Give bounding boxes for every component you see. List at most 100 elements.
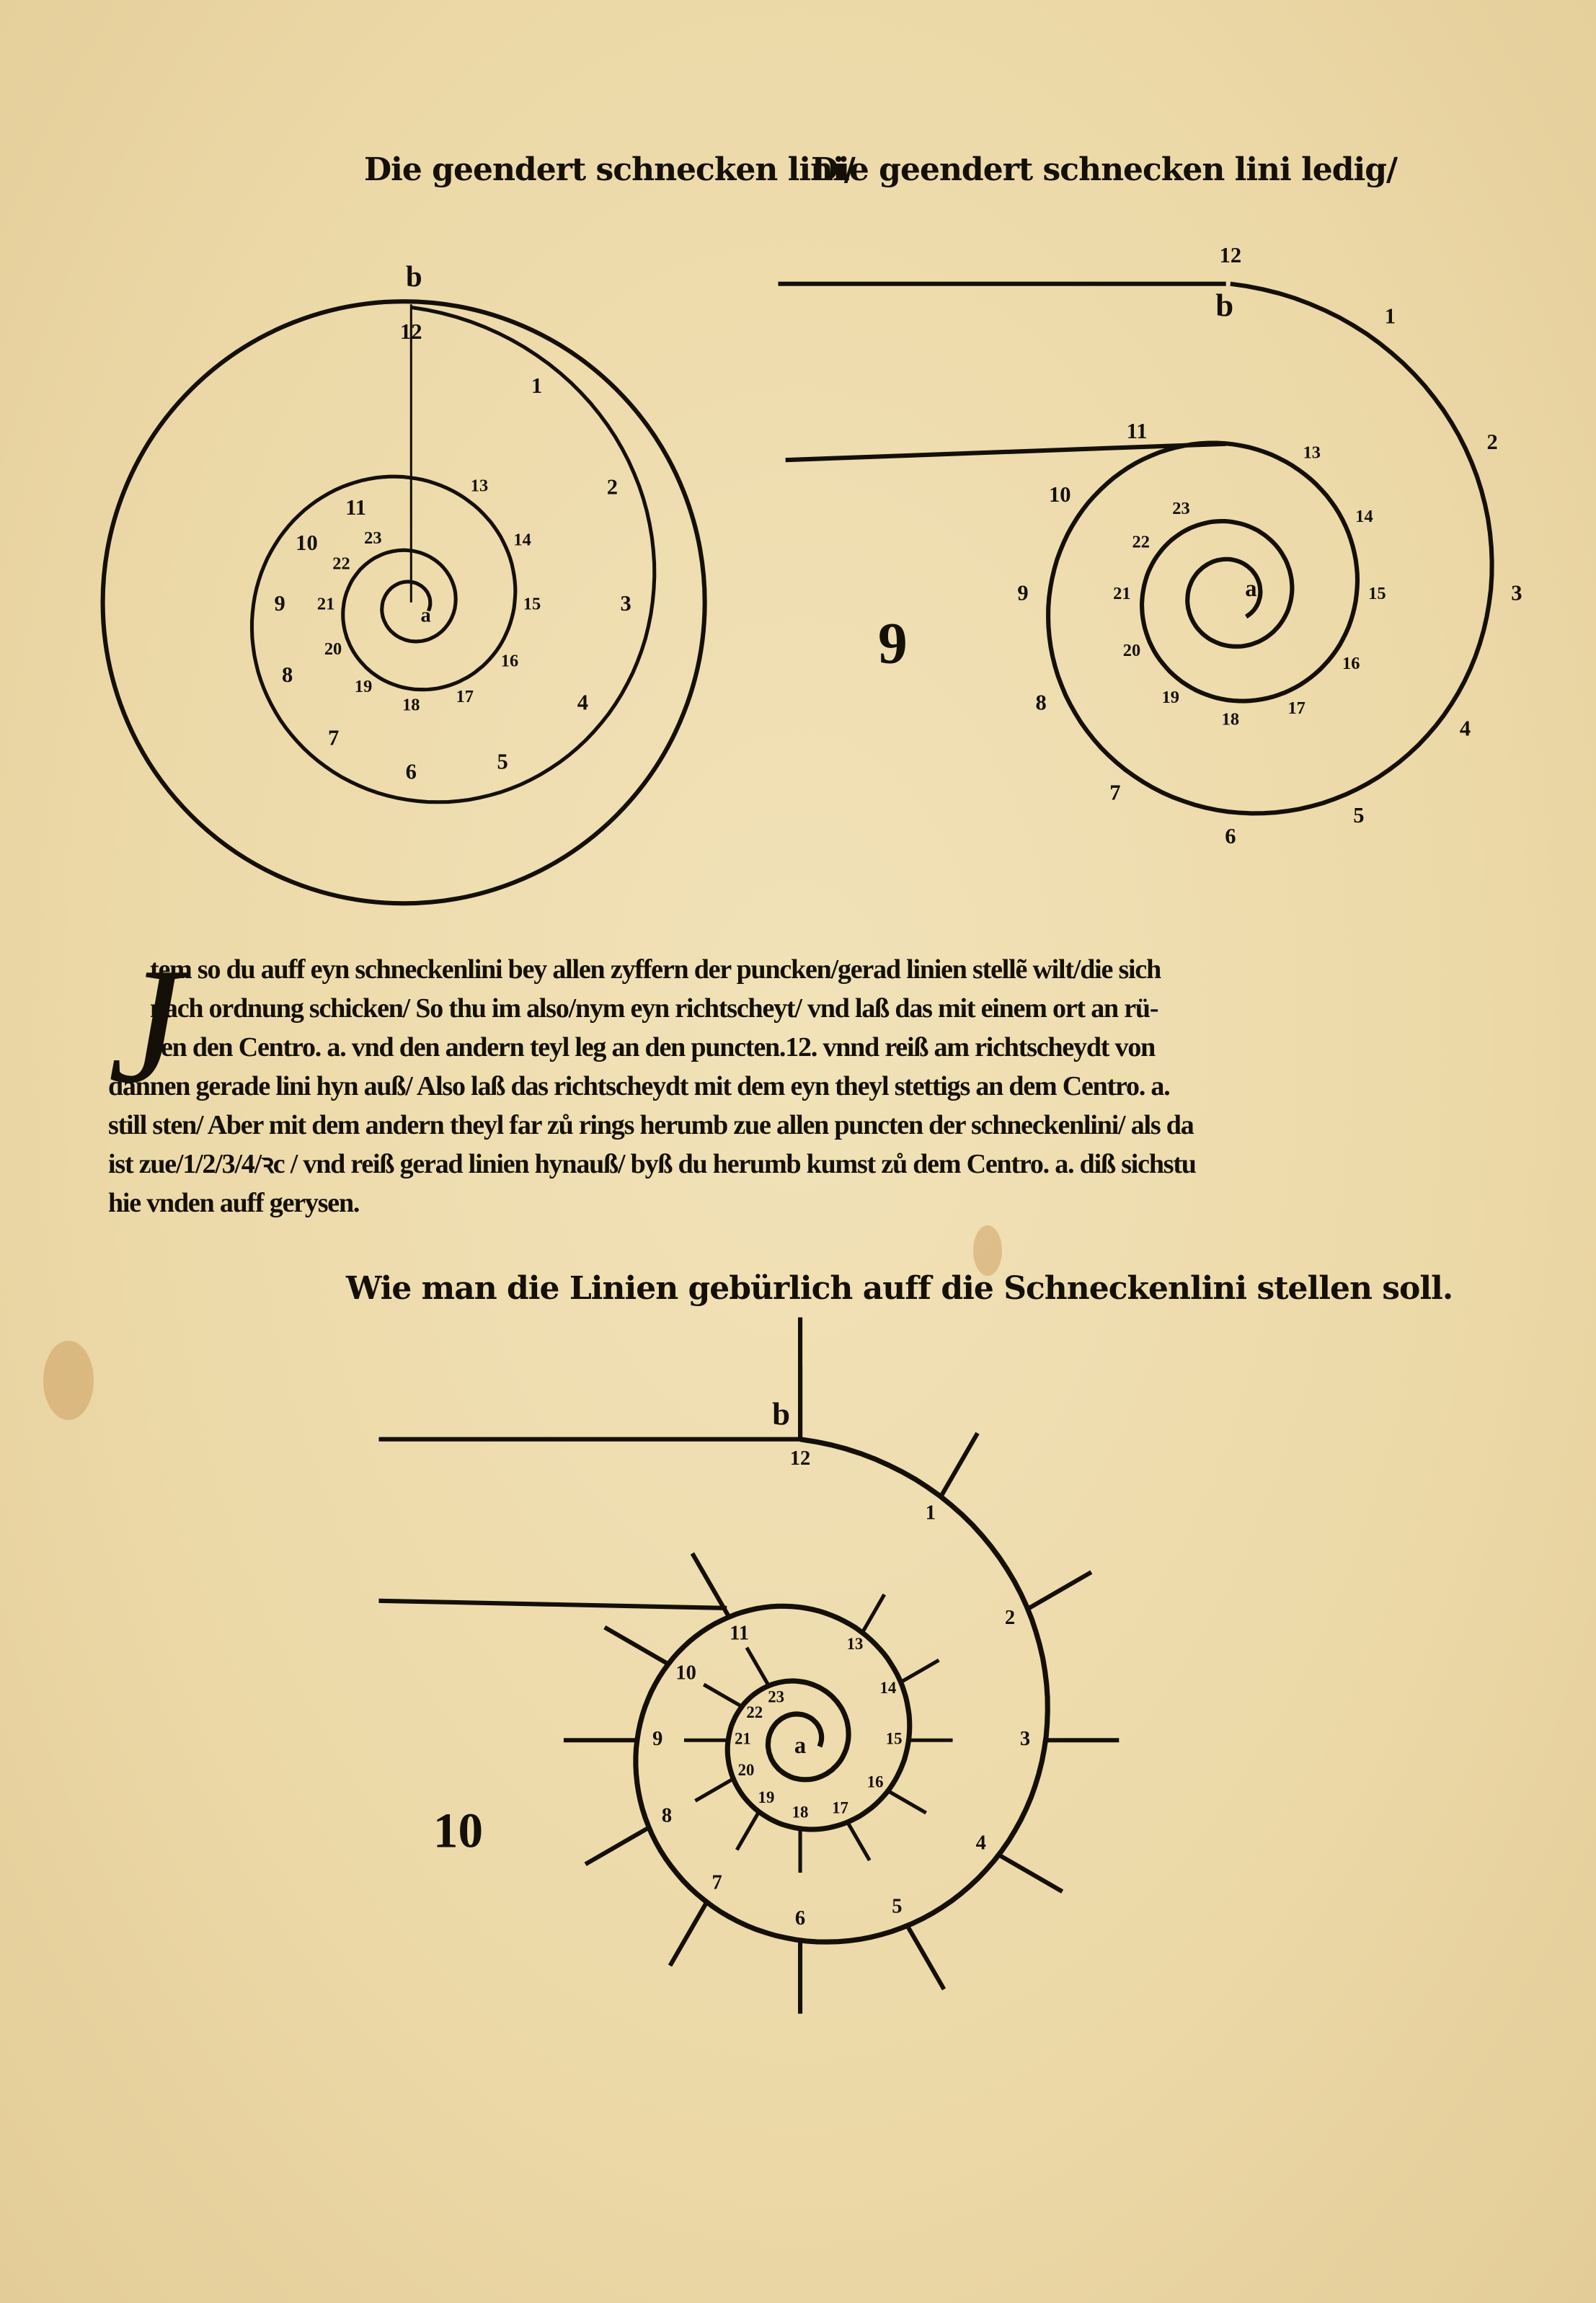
point-number-label: 21: [1113, 584, 1130, 603]
point-number-label: 18: [1222, 710, 1239, 729]
point-number-label: 16: [501, 651, 518, 670]
text-line: ren den Centro. a. vnd den andern teyl l…: [150, 1032, 1156, 1062]
point-number-label: 5: [497, 750, 508, 774]
drop-cap: J: [108, 933, 182, 1117]
figure-number: 10: [433, 1803, 483, 1858]
radial-line: [668, 1901, 709, 1967]
figure-number: 9: [878, 611, 908, 676]
point-number-label: 13: [471, 476, 488, 495]
point-number-label: 2: [1005, 1607, 1015, 1629]
radial-line: [900, 1658, 940, 1684]
text-line: ist zue/1/2/3/4/ꝛc / vnd reiß gerad lini…: [108, 1149, 1197, 1179]
start-point-label: b: [772, 1395, 790, 1432]
heading-bottom-figure: Wie man die Linien gebürlich auff die Sc…: [346, 1270, 1453, 1307]
paper-stain: [43, 1341, 94, 1420]
point-number-label: 9: [274, 591, 285, 616]
radial-line: [690, 1552, 731, 1618]
point-number-label: 12: [790, 1447, 811, 1470]
center-label: a: [1245, 576, 1256, 602]
point-number-label: 10: [296, 531, 318, 555]
point-number-label: 14: [1355, 507, 1373, 526]
point-number-label: 21: [317, 594, 334, 613]
start-point-label: b: [1215, 288, 1233, 324]
point-number-label: 15: [523, 594, 541, 613]
point-number-label: 21: [735, 1729, 751, 1747]
point-number-label: 7: [712, 1872, 722, 1894]
point-number-label: 9: [652, 1728, 662, 1750]
point-number-label: 4: [1460, 716, 1471, 741]
point-number-label: 10: [1049, 482, 1071, 507]
spiral-line: [1046, 281, 1494, 816]
radial-line: [584, 1825, 650, 1866]
radial-line: [694, 1777, 735, 1803]
center-label: a: [794, 1733, 806, 1759]
paper-stain: [973, 1225, 1002, 1276]
radial-line: [735, 1811, 761, 1851]
point-number-label: 3: [1511, 581, 1522, 605]
point-number-label: 10: [675, 1661, 696, 1684]
point-number-label: 7: [328, 725, 339, 750]
point-number-label: 8: [1035, 690, 1046, 714]
point-number-label: 9: [1017, 581, 1028, 605]
point-number-label: 2: [607, 475, 618, 500]
radial-line: [997, 1852, 1064, 1894]
point-number-label: 5: [1353, 803, 1364, 827]
point-number-label: 1: [926, 1502, 936, 1525]
point-number-label: 8: [662, 1805, 672, 1827]
point-number-label: 5: [892, 1895, 902, 1917]
point-number-label: 23: [1172, 499, 1189, 518]
text-line: nach ordnung schicken/ So thu im also/ny…: [150, 993, 1158, 1024]
radial-line: [887, 1789, 927, 1815]
radial-line: [905, 1925, 946, 1991]
point-number-label: 17: [832, 1799, 848, 1817]
point-number-label: 6: [795, 1907, 805, 1930]
point-number-label: 1: [1385, 304, 1396, 329]
point-number-label: 1: [531, 373, 542, 398]
point-number-label: 3: [1020, 1728, 1030, 1750]
point-number-label: 17: [1287, 698, 1305, 718]
point-number-label: 12: [1220, 243, 1242, 267]
tangent-line: [378, 1598, 727, 1610]
point-number-label: 13: [1303, 443, 1321, 463]
point-number-label: 17: [456, 687, 473, 706]
point-number-label: 23: [768, 1688, 784, 1706]
tangent-line: [785, 441, 1226, 463]
point-number-label: 20: [324, 639, 342, 659]
outer-circle: [100, 299, 707, 906]
point-number-label: 19: [355, 677, 372, 696]
radial-line: [939, 1432, 980, 1498]
point-number-label: 19: [1162, 688, 1179, 707]
point-number-label: 22: [1132, 533, 1149, 552]
point-number-label: 15: [1368, 584, 1386, 603]
point-number-label: 23: [364, 528, 381, 548]
text-line: tem so du auff eyn schneckenlini bey all…: [150, 954, 1161, 985]
point-number-label: 4: [976, 1832, 986, 1855]
spiral-line: [633, 1437, 1050, 1945]
heading-left-figure: Die geendert schnecken lini/: [364, 151, 856, 188]
point-number-label: 8: [282, 662, 293, 687]
point-number-label: 11: [730, 1622, 749, 1644]
point-number-label: 7: [1109, 781, 1120, 805]
body-paragraph: J tem so du auff eyn schneckenlini bey a…: [108, 943, 1420, 1223]
radial-line: [702, 1682, 743, 1708]
radial-line: [603, 1625, 670, 1667]
point-number-label: 3: [620, 591, 631, 616]
point-number-label: 15: [886, 1729, 903, 1747]
radial-line: [1027, 1570, 1093, 1611]
point-number-label: 6: [406, 760, 417, 784]
point-number-label: 11: [345, 495, 366, 520]
point-number-label: 22: [746, 1703, 763, 1721]
point-number-label: 22: [332, 554, 350, 574]
text-line: hie vnden auff gerysen.: [108, 1188, 360, 1218]
center-label: a: [421, 605, 431, 627]
point-number-label: 14: [513, 530, 531, 549]
point-number-label: 11: [1127, 419, 1148, 443]
radial-line: [861, 1593, 886, 1634]
point-number-label: 16: [1342, 654, 1360, 673]
heading-right-figure: Die geendert schnecken lini ledig/: [811, 151, 1398, 188]
radial-line: [745, 1646, 771, 1687]
text-line: dannen gerade lini hyn auß/ Also laß das…: [108, 1071, 1171, 1101]
point-number-label: 18: [402, 696, 420, 715]
